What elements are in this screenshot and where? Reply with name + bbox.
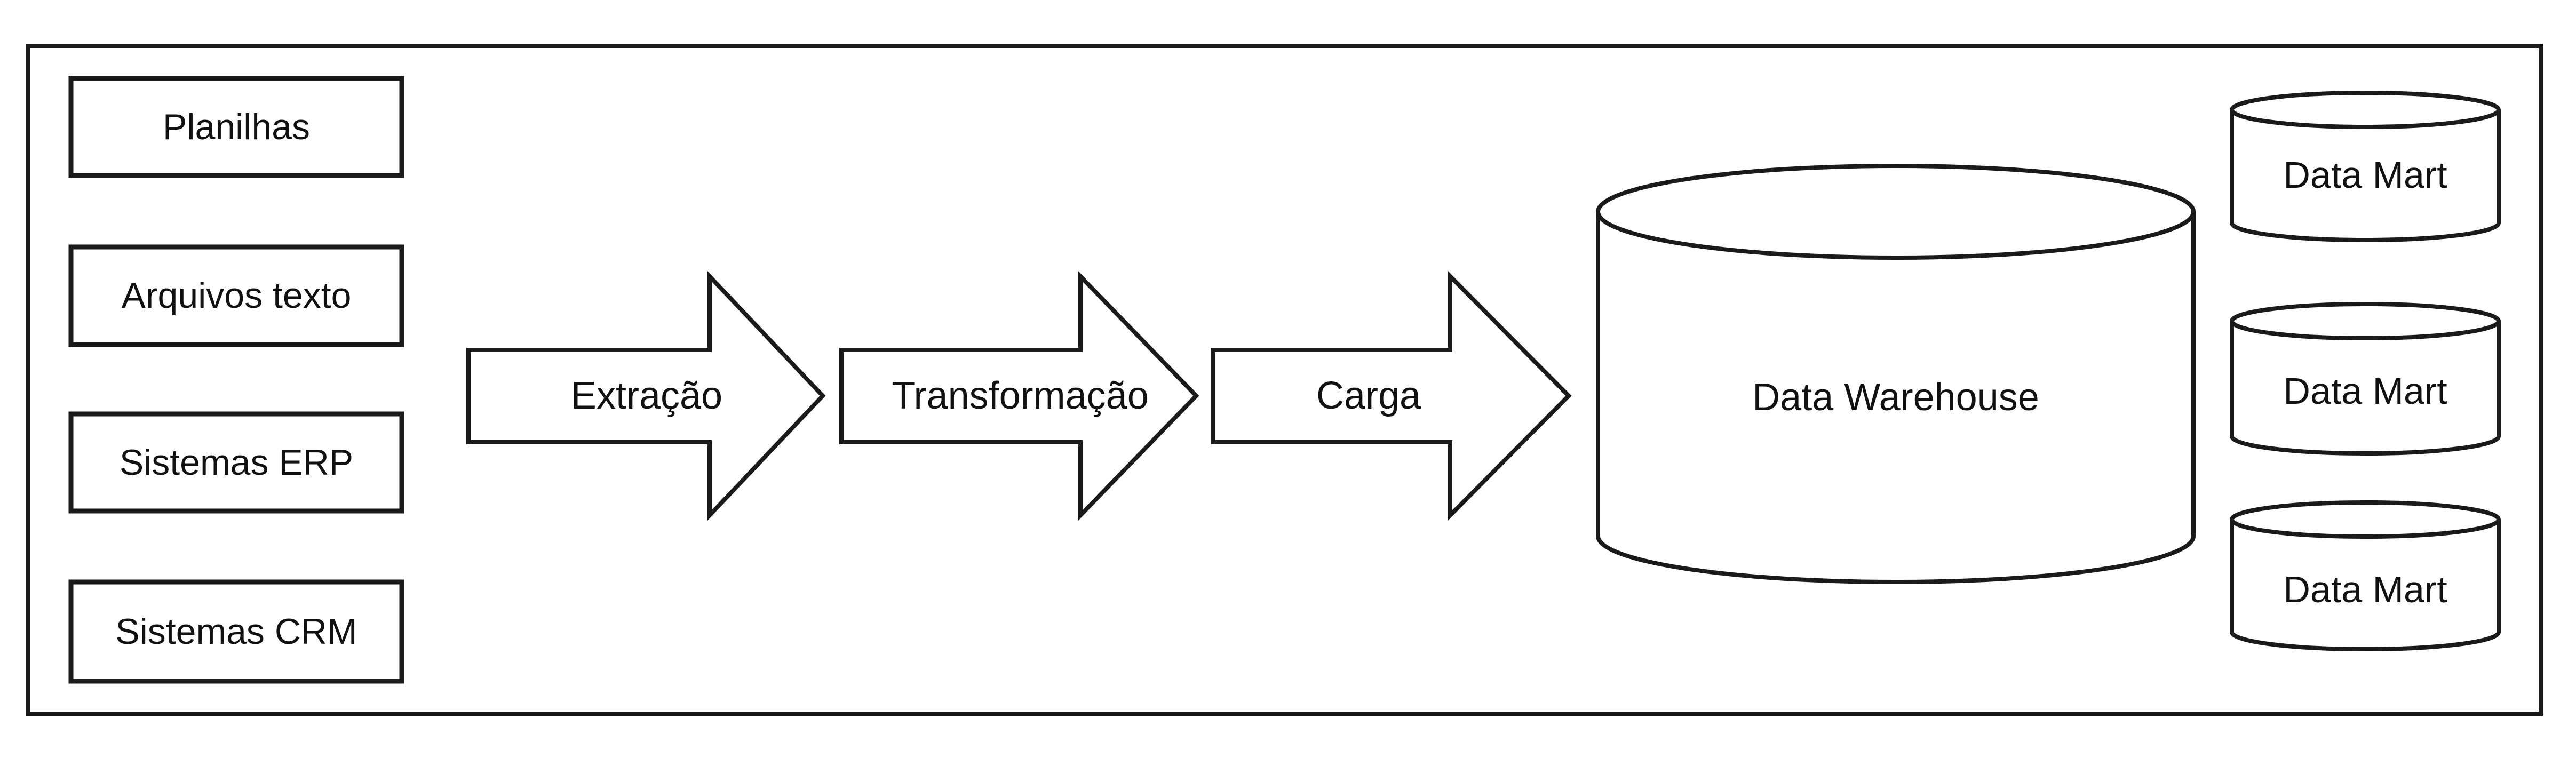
arrow-label: Transformação xyxy=(892,374,1149,417)
source-label: Arquivos texto xyxy=(122,275,352,316)
data-mart-cylinder-3: Data Mart xyxy=(2230,500,2501,651)
source-arquivos-texto: Arquivos texto xyxy=(68,244,404,347)
source-label: Planilhas xyxy=(163,107,310,147)
source-label: Sistemas ERP xyxy=(120,442,353,483)
arrow-extracao: Extração xyxy=(466,270,826,521)
source-planilhas: Planilhas xyxy=(68,76,404,178)
data-warehouse-cylinder: Data Warehouse xyxy=(1596,164,2196,584)
arrow-label: Carga xyxy=(1316,374,1421,417)
data-mart-cylinder-1: Data Mart xyxy=(2230,91,2501,242)
data-mart-label: Data Mart xyxy=(2283,370,2447,412)
data-mart-label: Data Mart xyxy=(2283,154,2447,196)
arrow-transformacao: Transformação xyxy=(839,271,1199,521)
arrow-label: Extração xyxy=(571,374,722,417)
data-mart-cylinder-2: Data Mart xyxy=(2230,302,2501,456)
source-sistemas-erp: Sistemas ERP xyxy=(68,411,404,514)
data-mart-label: Data Mart xyxy=(2283,569,2447,610)
arrow-carga: Carga xyxy=(1211,271,1572,521)
source-label: Sistemas CRM xyxy=(115,611,357,652)
data-warehouse-label: Data Warehouse xyxy=(1752,376,2039,419)
source-sistemas-crm: Sistemas CRM xyxy=(68,579,404,684)
